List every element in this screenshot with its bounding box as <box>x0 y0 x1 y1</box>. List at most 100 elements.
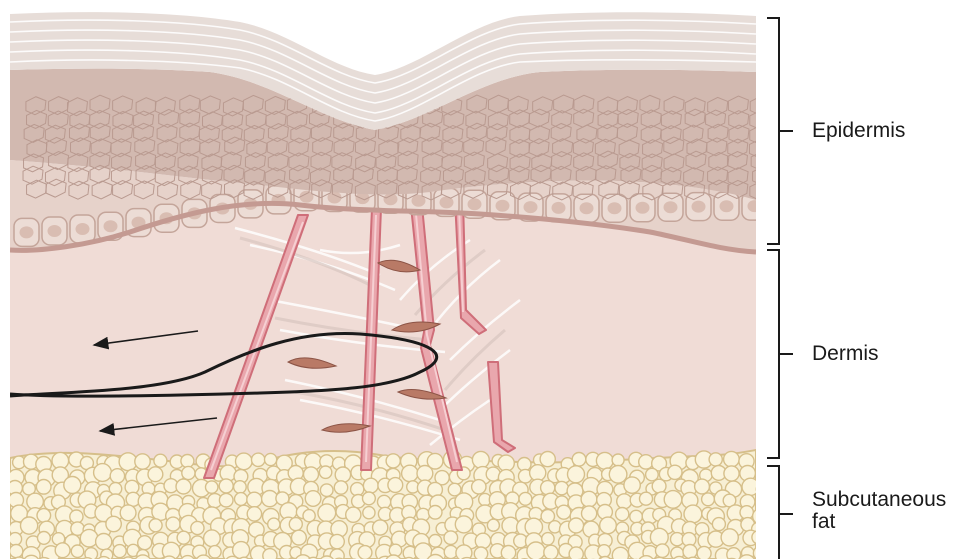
basal-cell-nucleus <box>496 200 510 212</box>
fat-cell <box>540 452 555 467</box>
fat-cell <box>600 517 617 534</box>
fat-cell <box>263 549 277 559</box>
basal-cell-nucleus <box>608 202 622 214</box>
fat-cell <box>709 453 722 466</box>
fat-cell <box>148 467 163 482</box>
basal-cell-nucleus <box>524 201 538 213</box>
fat-cell <box>498 455 514 471</box>
fat-cell <box>695 479 710 494</box>
fat-cell <box>234 481 247 494</box>
fat-cell <box>541 481 555 495</box>
basal-cell-nucleus <box>580 202 594 214</box>
epidermis-bracket <box>767 18 793 244</box>
fat-cell <box>712 518 725 531</box>
fat-cell <box>630 510 643 523</box>
basal-cell-nucleus <box>76 223 90 235</box>
fat-cell <box>378 495 391 508</box>
fat-cell <box>37 509 51 523</box>
fat-cell <box>71 545 83 557</box>
fat-cell <box>358 546 372 559</box>
fat-cell <box>417 466 433 482</box>
fat-cell <box>487 519 499 531</box>
fat-cell <box>530 465 546 481</box>
subcutaneous-bracket <box>767 466 793 559</box>
fat-cell <box>555 481 568 494</box>
basal-cell-nucleus <box>720 200 734 212</box>
fat-cell <box>612 547 628 559</box>
fat-cell <box>527 542 545 559</box>
fat-cell <box>756 483 768 495</box>
fat-cell <box>724 451 740 467</box>
fat-cell <box>721 529 738 546</box>
fat-cell <box>544 545 558 559</box>
fat-cell <box>265 453 277 465</box>
fat-cell <box>176 479 191 494</box>
fat-cell <box>639 455 653 469</box>
fat-cell <box>120 505 136 521</box>
fat-cell <box>598 545 611 558</box>
fat-cell <box>568 466 585 483</box>
fat-cell <box>110 469 124 483</box>
fat-cell <box>55 543 70 558</box>
fat-cell <box>650 528 668 546</box>
fat-cell <box>572 453 586 467</box>
basal-cell-nucleus <box>664 201 678 213</box>
basal-cell-nucleus <box>20 226 34 238</box>
fat-cell <box>683 545 697 559</box>
fat-cell <box>428 506 442 520</box>
fat-cell <box>320 484 333 497</box>
fat-cell <box>582 506 597 521</box>
fat-cell <box>617 494 632 509</box>
fat-cell <box>204 530 221 547</box>
basal-cell-nucleus <box>692 201 706 213</box>
fat-cell <box>652 479 666 493</box>
fat-cell <box>624 477 640 493</box>
fat-cell <box>742 478 759 495</box>
fat-cell <box>135 454 150 469</box>
fat-cell <box>569 518 584 533</box>
fat-cell <box>640 492 653 505</box>
dermis-bracket <box>767 250 793 458</box>
fat-cell <box>38 532 51 545</box>
fat-cell <box>166 517 180 531</box>
fat-cell <box>727 548 741 559</box>
fat-cell <box>247 492 262 507</box>
fat-cell <box>472 480 486 494</box>
fat-cell <box>542 533 554 545</box>
fat-cell <box>664 491 682 509</box>
fat-cell <box>753 509 769 525</box>
fat-cell <box>386 454 400 468</box>
fat-cell <box>569 547 583 559</box>
fat-cell <box>656 544 670 558</box>
fat-cell <box>351 483 364 496</box>
fat-cell <box>373 520 388 535</box>
fat-cell <box>456 545 472 559</box>
basal-cell-nucleus <box>104 220 118 232</box>
fat-cell <box>519 492 532 505</box>
basal-cell-nucleus <box>48 225 62 237</box>
fat-cell <box>429 535 442 548</box>
fat-cell <box>70 510 83 523</box>
fat-cell <box>149 519 162 532</box>
fat-cell <box>668 465 682 479</box>
fat-cell <box>363 507 375 519</box>
fat-cell <box>219 493 233 507</box>
fat-cell <box>182 466 195 479</box>
fat-cell <box>334 481 347 494</box>
fat-cell <box>235 493 248 506</box>
fat-cell <box>219 479 233 493</box>
dermis-label: Dermis <box>812 343 879 365</box>
fat-cell <box>319 466 331 478</box>
fat-cell <box>181 455 194 468</box>
fat-cell <box>557 505 571 519</box>
fat-cell <box>363 478 378 493</box>
fat-cell <box>388 478 403 493</box>
fat-cell <box>304 467 319 482</box>
fat-cell <box>247 507 261 521</box>
fat-cell <box>64 477 81 494</box>
fat-cell <box>363 492 376 505</box>
fat-cell <box>335 467 350 482</box>
fat-cell <box>330 534 344 548</box>
fat-cell <box>702 493 715 506</box>
basal-cell-nucleus <box>468 198 482 210</box>
